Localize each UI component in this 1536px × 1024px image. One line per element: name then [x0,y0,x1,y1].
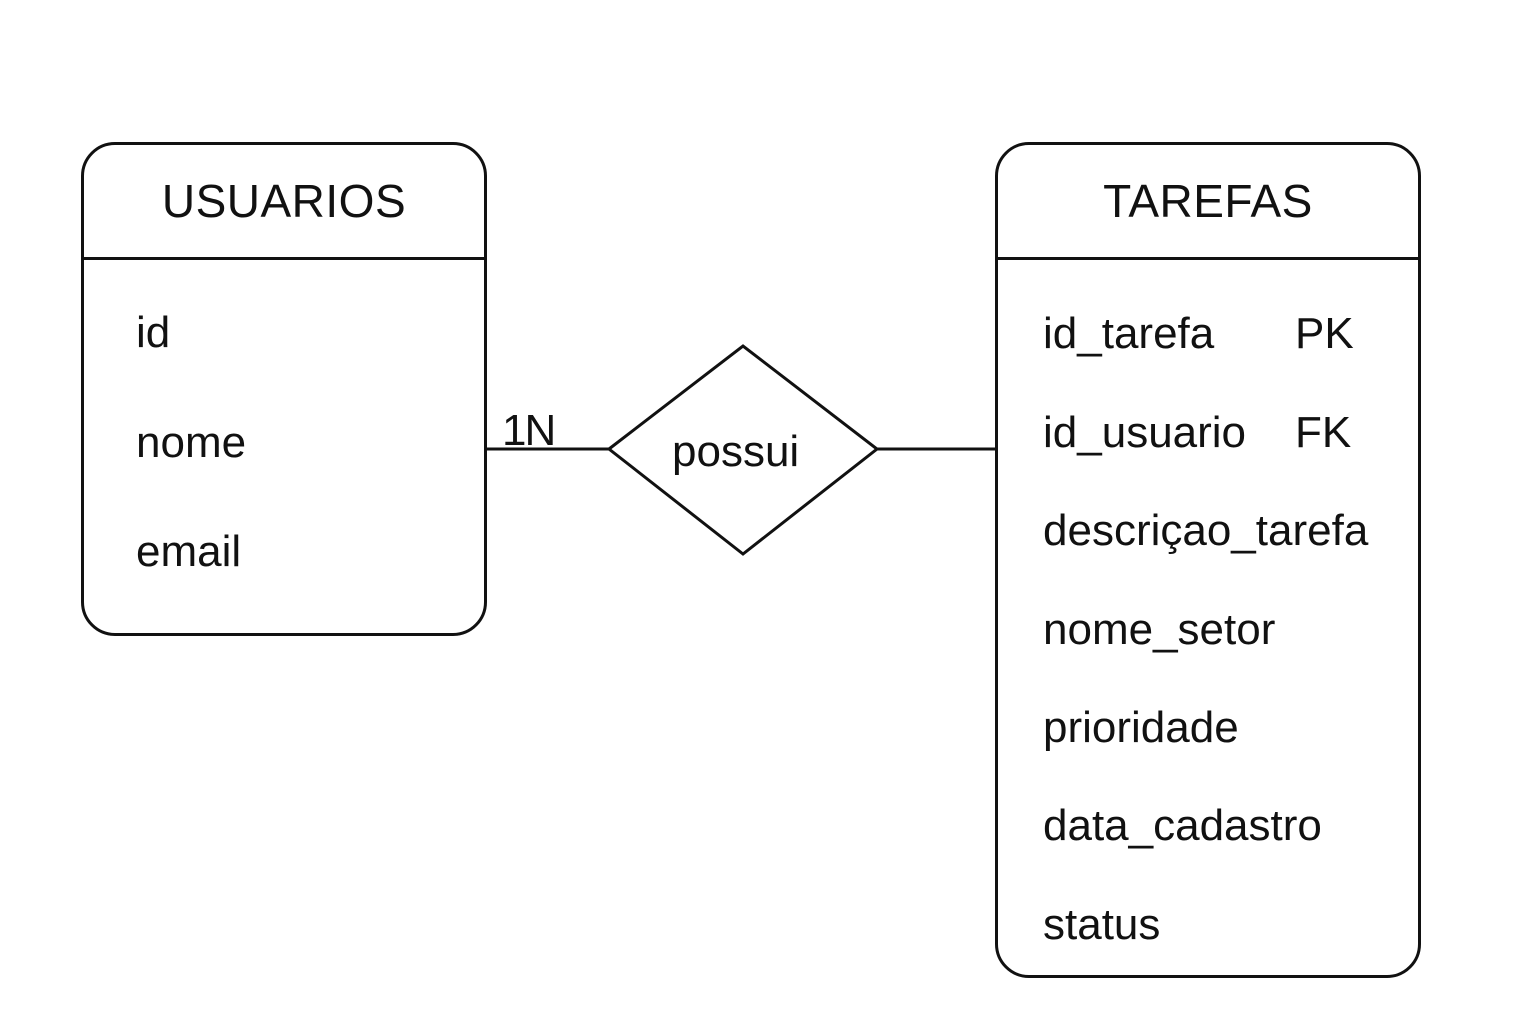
attribute-id: id [136,308,171,357]
attribute-email: email [136,527,242,576]
attribute-id-usuario: id_usuario [1043,408,1247,457]
relationship-label: possui [672,427,800,476]
attribute-nome: nome [136,418,247,467]
foreign-key-badge: FK [1295,408,1352,457]
attribute-status: status [1043,900,1161,949]
entity-usuarios-title: USUARIOS [84,145,484,260]
attribute-prioridade: prioridade [1043,703,1239,752]
entity-tarefas: TAREFAS id_tarefa PK id_usuario FK descr… [995,142,1421,978]
cardinality-label: 1N [502,406,556,455]
entity-tarefas-title: TAREFAS [998,145,1418,260]
primary-key-badge: PK [1295,309,1354,358]
attribute-descricao-tarefa: descriçao_tarefa [1043,506,1369,555]
attribute-id-tarefa: id_tarefa [1043,309,1215,358]
attribute-data-cadastro: data_cadastro [1043,801,1322,850]
entity-usuarios: USUARIOS id nome email [81,142,487,636]
attribute-nome-setor: nome_setor [1043,605,1276,654]
